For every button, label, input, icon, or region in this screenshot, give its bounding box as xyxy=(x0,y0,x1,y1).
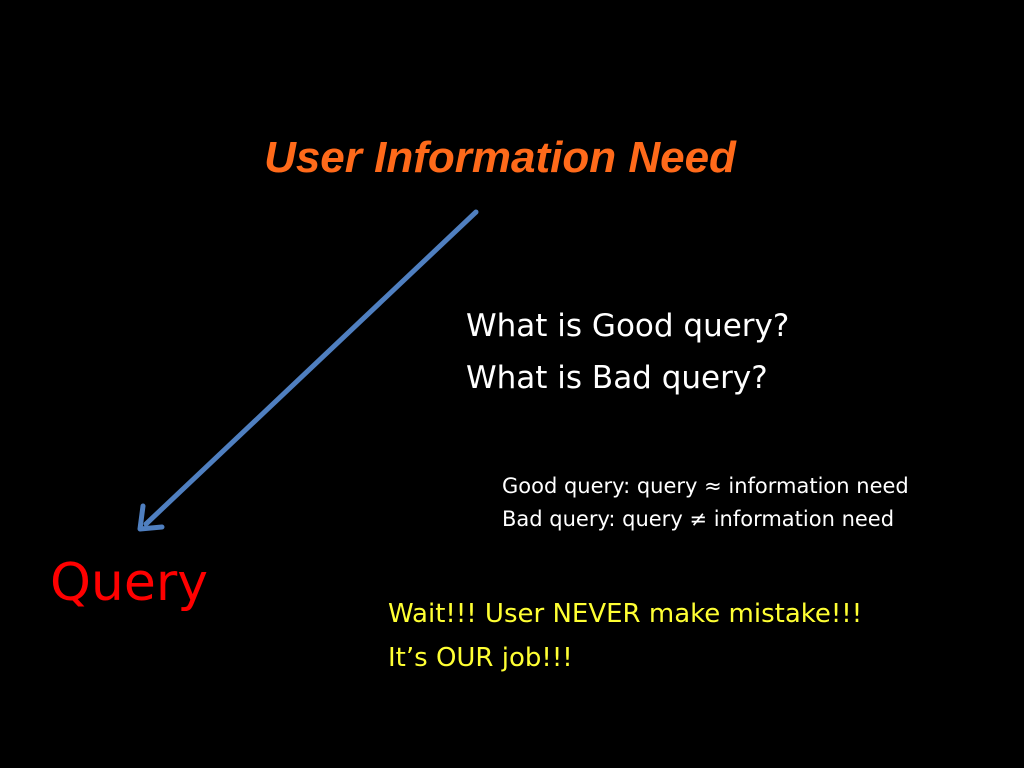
arrow-head xyxy=(137,503,165,532)
remark-line-2: It’s OUR job!!! xyxy=(388,643,573,673)
remark-block: Wait!!! User NEVER make mistake!!! It’s … xyxy=(388,592,862,680)
remark-line-1: Wait!!! User NEVER make mistake!!! xyxy=(388,599,863,629)
question-bad: What is Bad query? xyxy=(466,360,768,396)
question-good: What is Good query? xyxy=(466,308,790,344)
definitions-block: Good query: query ≈ information need Bad… xyxy=(502,470,909,536)
questions-block: What is Good query? What is Bad query? xyxy=(466,300,789,404)
definition-good: Good query: query ≈ information need xyxy=(502,474,909,498)
arrow-shaft xyxy=(143,209,479,527)
definition-bad: Bad query: query ≠ information need xyxy=(502,507,895,531)
query-label: Query xyxy=(50,553,209,613)
diagram-title: User Information Need xyxy=(264,133,736,182)
